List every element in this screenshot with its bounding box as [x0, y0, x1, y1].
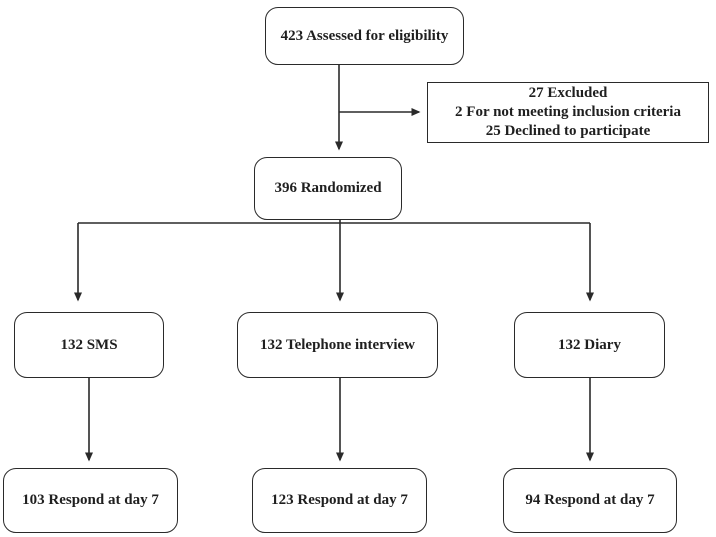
excluded-criteria-label: 2 For not meeting inclusion criteria [455, 104, 681, 120]
node-assessed-for-eligibility: 423 Assessed for eligibility [265, 7, 464, 65]
excluded-declined-label: 25 Declined to participate [485, 123, 651, 139]
node-respond-diary: 94 Respond at day 7 [503, 468, 677, 533]
node-arm-sms: 132 SMS [14, 312, 164, 378]
node-randomized: 396 Randomized [254, 157, 402, 220]
arm-diary-label: 132 Diary [558, 336, 621, 353]
randomized-label: 396 Randomized [274, 180, 382, 196]
excluded-total-label: 27 Excluded [528, 85, 608, 101]
assessed-label: 423 Assessed for eligibility [280, 27, 449, 44]
node-arm-telephone-interview: 132 Telephone interview [237, 312, 438, 378]
node-excluded: 27 Excluded 2 For not meeting inclusion … [427, 82, 709, 143]
node-arm-diary: 132 Diary [514, 312, 665, 378]
respond-diary-label: 94 Respond at day 7 [525, 492, 655, 508]
respond-telephone-label: 123 Respond at day 7 [271, 492, 408, 508]
arm-telephone-label: 132 Telephone interview [259, 336, 415, 353]
node-respond-sms: 103 Respond at day 7 [3, 468, 178, 533]
respond-sms-label: 103 Respond at day 7 [22, 492, 159, 508]
node-respond-telephone: 123 Respond at day 7 [252, 468, 427, 533]
arm-sms-label: 132 SMS [60, 336, 118, 353]
